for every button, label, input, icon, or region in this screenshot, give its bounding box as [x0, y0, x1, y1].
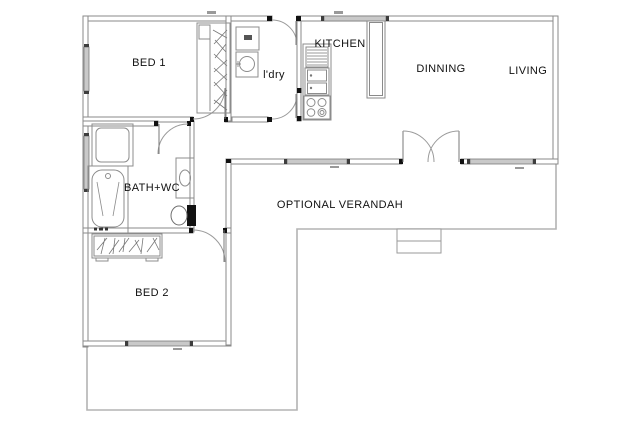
- toilet-cistern: [187, 205, 196, 226]
- laundry-fixtures: [235, 26, 260, 78]
- verandah-label: OPTIONAL VERANDAH: [277, 199, 403, 211]
- laundry-tub-tap: [235, 61, 241, 67]
- kitchen-sink-basin-2: [307, 82, 327, 94]
- laundry-tub-basin: [239, 56, 255, 72]
- bathtub-size-marks: [94, 227, 108, 231]
- bathtub: [87, 165, 129, 234]
- bed2-window: [127, 340, 191, 347]
- wall-bed1-east: [225, 15, 232, 122]
- wall-south-dinning-b: [346, 158, 403, 165]
- wall-bed2-south-b: [189, 340, 232, 347]
- doors: [157, 19, 460, 263]
- bed2-label: BED 2: [135, 287, 169, 299]
- kitchen-bench: [302, 43, 332, 121]
- bed1-wardrobe-hatch: [212, 29, 228, 111]
- door-jambs: [154, 16, 464, 233]
- laundry-tub: [235, 51, 259, 78]
- kitchen-island: [366, 19, 386, 99]
- bed2-door-arc: [192, 229, 226, 263]
- bed1-label: BED 1: [132, 57, 166, 69]
- bed2-wardrobe-hatch: [96, 237, 160, 255]
- wall-south-living-b: [532, 158, 559, 165]
- wall-east-living: [552, 15, 559, 165]
- wall-laundry-south: [231, 116, 269, 123]
- kitchen-label: KITCHEN: [314, 38, 365, 50]
- entry-door-arc: [271, 19, 298, 46]
- window-end-caps: [84, 16, 536, 346]
- shower-tray: [95, 127, 130, 163]
- washing-machine: [235, 26, 260, 51]
- bathroom-fixtures: [87, 123, 196, 234]
- wall-bed2-south-a: [82, 340, 129, 347]
- room-labels: BED 1 l'dry KITCHEN DINNING LIVING BATH+…: [124, 38, 547, 299]
- kitchen-sink-basin-1: [307, 69, 327, 82]
- bed1-wardrobe: [196, 22, 231, 114]
- bed1-window: [83, 46, 90, 92]
- wall-laundry-east: [296, 20, 302, 122]
- living-window: [469, 158, 534, 165]
- kitchen-sink-unit: [304, 67, 330, 96]
- kitchen-drainer-hatch: [307, 49, 327, 66]
- kitchen-window: [323, 15, 387, 22]
- laundry-door-arc: [271, 93, 298, 120]
- dinning-window: [286, 158, 348, 165]
- kitchen-cooktop: [303, 95, 331, 120]
- wall-wing-east: [225, 158, 232, 346]
- bath-label: BATH+WC: [124, 182, 180, 194]
- toilet-bowl: [170, 205, 188, 226]
- bath-door-arc: [157, 123, 189, 155]
- vanity: [175, 157, 195, 199]
- bathtub-drain: [105, 173, 111, 179]
- living-label: LIVING: [509, 65, 547, 77]
- wall-top-west: [82, 15, 273, 22]
- vanity-basin: [179, 169, 191, 187]
- bathtub-inner: [91, 169, 125, 228]
- bathtub-contour: [96, 181, 120, 217]
- french-door-right-arc: [427, 130, 460, 163]
- kitchen-drainer: [305, 46, 329, 68]
- bed1-door-arc: [192, 87, 226, 120]
- window-sill-ticks: [173, 11, 524, 350]
- verandah-steps: [396, 228, 442, 254]
- bed2-wardrobe: [91, 233, 163, 262]
- wall-south-dinning-a: [227, 158, 288, 165]
- verandah-deck-outline: [86, 164, 557, 411]
- dinning-label: DINNING: [416, 63, 465, 75]
- shower: [91, 123, 134, 167]
- french-door-left-arc: [402, 130, 435, 163]
- laundry-label: l'dry: [263, 69, 285, 81]
- washing-machine-door: [244, 35, 252, 40]
